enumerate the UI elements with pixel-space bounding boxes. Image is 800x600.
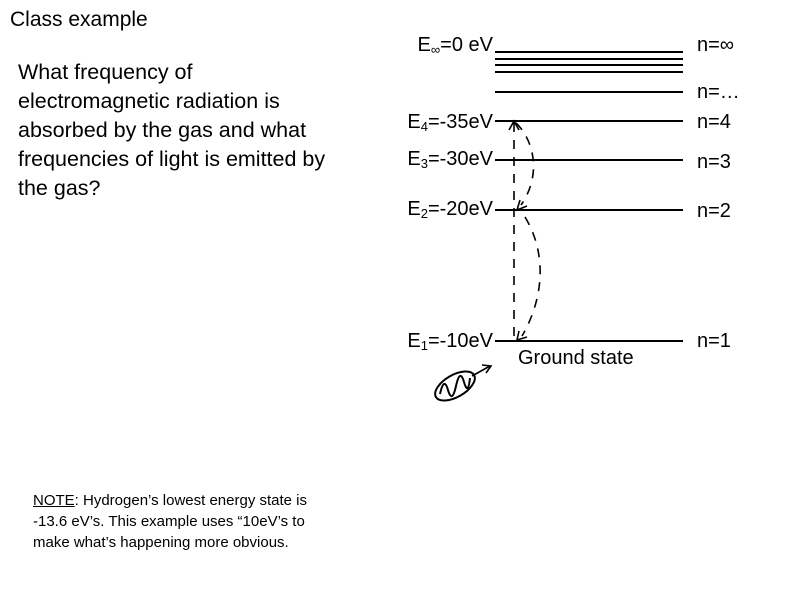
energy-subscript: 3 [420,156,428,171]
note-line: make what’s happening more obvious. [33,534,289,551]
question-line: absorbed by the gas and what [18,118,307,142]
ground-state-label: Ground state [518,347,634,369]
n-label-4: n=4 [697,111,731,133]
emission-arrowhead-2-1 [515,330,528,342]
note-label: NOTE [33,492,75,509]
photon-wave-icon [434,364,493,402]
emission-transition-2-1 [521,216,541,337]
emission-arrowhead-4-2 [515,199,528,212]
energy-subscript: 1 [420,338,428,353]
n-label-dots: n=… [697,81,740,103]
note-line: NOTE: Hydrogen’s lowest energy state is [33,490,393,511]
question-line: What frequency of [18,60,193,84]
energy-label-4: E4=-35eV [293,111,493,134]
energy-value: =-35eV [427,111,493,133]
note-text: NOTE: Hydrogen’s lowest energy state is … [33,490,393,553]
energy-label-2: E2=-20eV [293,198,493,221]
n-label-2: n=2 [697,200,731,222]
energy-value: =-30eV [427,148,493,170]
energy-label-1: E1=-10eV [293,330,493,353]
energy-value: =-20eV [427,198,493,220]
slide-title: Class example [10,8,148,31]
energy-symbol: E [407,148,421,170]
question-line: electromagnetic radiation is [18,89,280,113]
absorption-arrowhead [508,119,520,131]
energy-subscript: 4 [420,119,428,134]
emission-transition-4-2 [515,122,535,206]
energy-symbol: E [417,34,431,56]
energy-label-3: E3=-30eV [293,148,493,171]
energy-value: =-10eV [427,330,493,352]
energy-symbol: E [407,198,421,220]
n-label-infinity: n=∞ [697,34,735,56]
energy-subscript: 2 [420,206,428,221]
question-line: the gas? [18,176,101,200]
energy-symbol: E [407,330,421,352]
question-text: What frequency of electromagnetic radiat… [18,58,378,203]
n-label-1: n=1 [697,330,731,352]
question-line: frequencies of light is emitted by [18,147,326,171]
energy-subscript: ∞ [430,42,441,57]
energy-label-infinity: E∞=0 eV [293,34,493,57]
energy-symbol: E [407,111,421,133]
energy-value: =0 eV [440,34,493,56]
note-line: -13.6 eV’s. This example uses “10eV’s to [33,513,305,530]
note-line-text: : Hydrogen’s lowest energy state is [74,492,308,509]
n-label-3: n=3 [697,151,731,173]
